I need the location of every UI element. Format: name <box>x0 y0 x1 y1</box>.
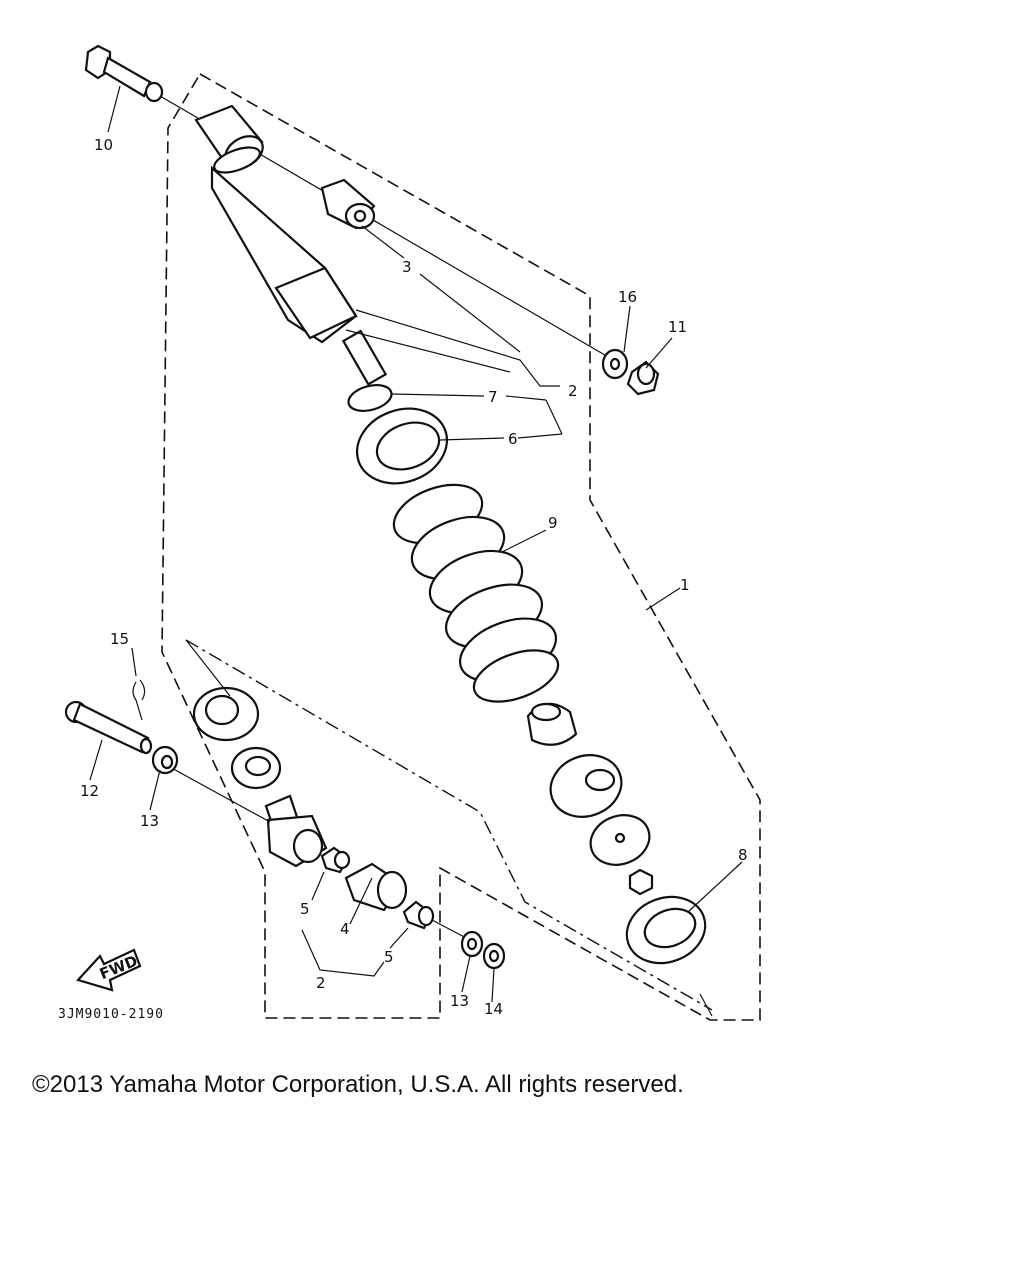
callout-13-right: 13 <box>450 992 469 1010</box>
callout-5-right: 5 <box>384 948 394 966</box>
lock-nut <box>628 868 654 896</box>
callout-15: 15 <box>110 630 129 648</box>
bushing-3 <box>320 178 376 230</box>
callout-14: 14 <box>484 1000 503 1018</box>
lower-washer <box>192 686 260 742</box>
lower-eye-joint <box>264 794 328 868</box>
callout-12: 12 <box>80 782 99 800</box>
callout-11: 11 <box>668 318 687 336</box>
spring-guide <box>549 754 623 818</box>
assembly-outline <box>161 72 761 1021</box>
washer-13-right <box>460 930 484 958</box>
callout-8: 8 <box>738 846 748 864</box>
oil-seal <box>230 746 282 790</box>
shock-absorber-body <box>194 104 388 386</box>
center-axis-line <box>185 639 713 1011</box>
callout-2-upper: 2 <box>568 382 578 400</box>
drawing-code: 3JM9010-2190 <box>58 1007 164 1022</box>
callout-3: 3 <box>402 258 412 276</box>
callout-6: 6 <box>508 430 518 448</box>
callout-2-lower: 2 <box>316 974 326 992</box>
clip-7 <box>347 383 393 413</box>
bump-stop <box>526 702 578 746</box>
washer-16 <box>601 348 629 380</box>
spring-seat-6 <box>355 407 449 485</box>
callout-9: 9 <box>548 514 558 532</box>
spring-plate <box>589 814 651 866</box>
spring-seat-8 <box>625 895 707 965</box>
fwd-arrow-icon: FWD <box>75 948 142 992</box>
leader-lines <box>89 85 743 1017</box>
pin-12 <box>64 700 153 755</box>
spring-9 <box>392 483 560 703</box>
callout-13-left: 13 <box>140 812 159 830</box>
copyright-notice: ©2013 Yamaha Motor Corporation, U.S.A. A… <box>32 1071 684 1098</box>
callout-16: 16 <box>618 288 637 306</box>
washer-13-left <box>151 745 179 775</box>
collar-5-left <box>320 846 351 874</box>
callout-4: 4 <box>340 920 350 938</box>
callout-10: 10 <box>94 136 113 154</box>
callout-7: 7 <box>488 388 498 406</box>
nut-11 <box>626 360 660 396</box>
bolt-10 <box>84 44 164 103</box>
cotter-pin-15 <box>132 679 146 721</box>
parts-diagram: FWD 10 3 16 11 7 2 6 9 1 15 12 13 8 5 4 … <box>58 44 761 1022</box>
callout-1: 1 <box>680 576 690 594</box>
washer-14 <box>482 942 506 970</box>
bushing-4 <box>344 862 408 912</box>
collar-5-right <box>402 900 435 930</box>
callout-5-left: 5 <box>300 900 310 918</box>
